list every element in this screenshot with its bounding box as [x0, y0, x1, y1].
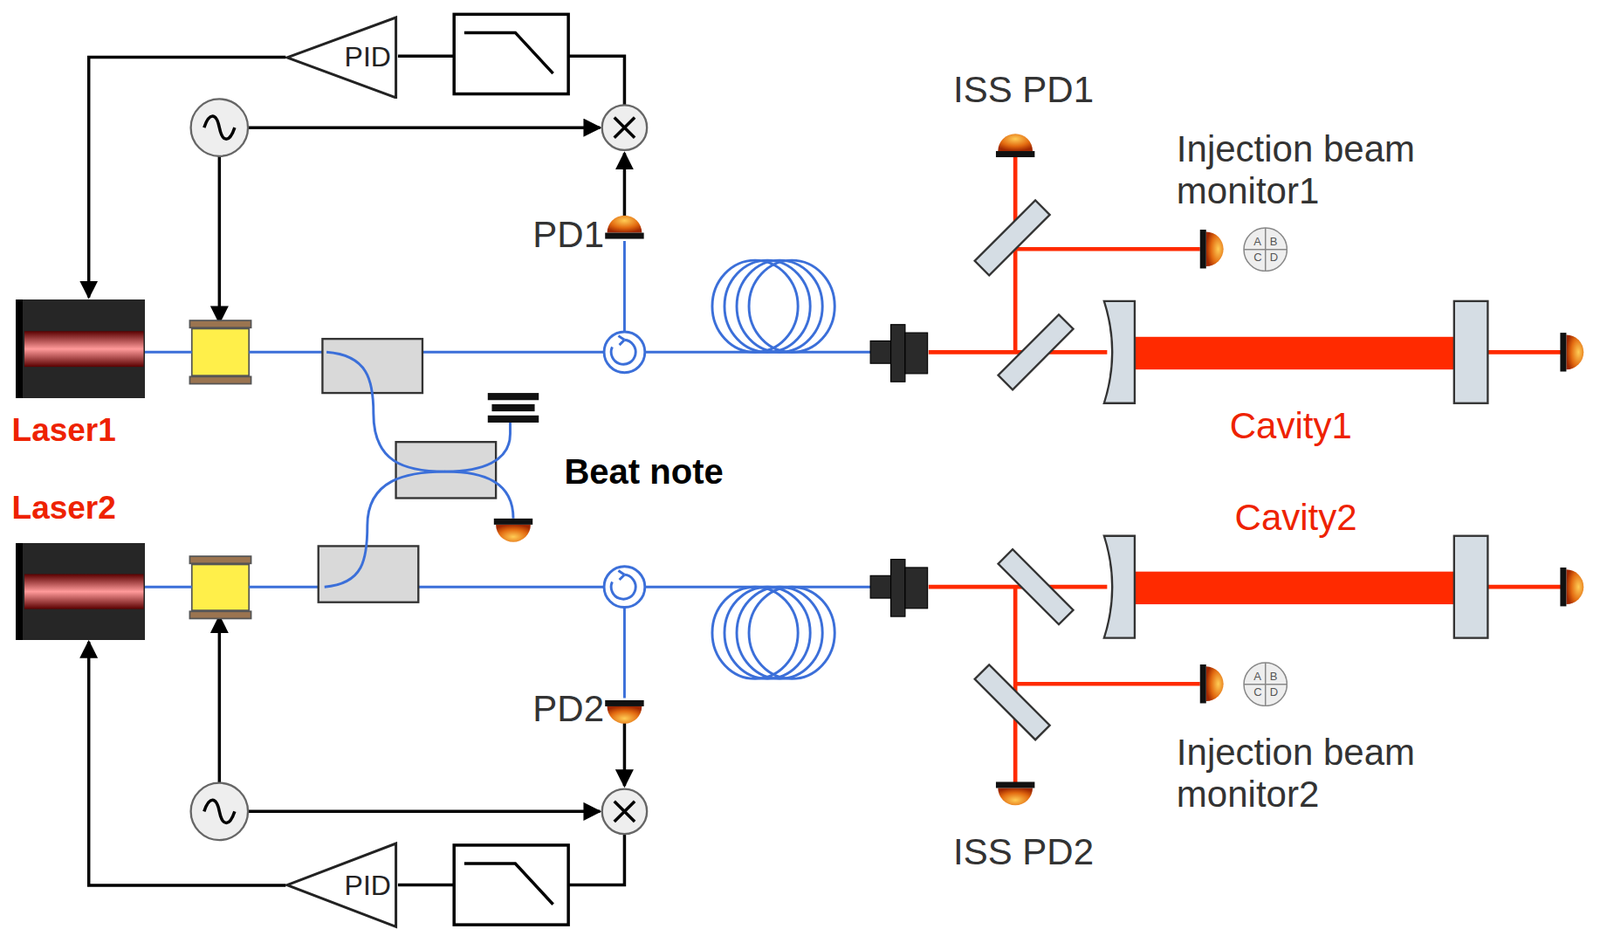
pid-node: PID [285, 15, 399, 100]
component-label: Cavity1 [1229, 405, 1353, 447]
component-label: Injection beam monitor2 [1176, 731, 1484, 817]
qpd-node: ABCD [1242, 226, 1288, 272]
laser-node: Laser1 [15, 299, 145, 399]
quadrant-letter: D [1270, 251, 1278, 263]
quadrant-letter: B [1270, 670, 1278, 682]
quadrant-letter: C [1253, 686, 1262, 698]
component-label: PD2 [532, 687, 605, 730]
laser-shape [15, 542, 145, 640]
laser-label: Laser1 [12, 413, 117, 447]
quadrant-letter: A [1253, 235, 1262, 248]
component-label: PD1 [532, 213, 605, 256]
laser-label: Laser2 [12, 491, 117, 524]
pid-label: PID [344, 871, 392, 900]
component-label: Injection beam monitor1 [1176, 128, 1484, 213]
pid-node: PID [285, 841, 399, 928]
pid-label: PID [344, 42, 392, 71]
qpd-node: ABCD [1242, 661, 1288, 707]
qpd-shape [1242, 661, 1288, 707]
quadrant-letter: A [1253, 670, 1262, 682]
component-label: Cavity2 [1235, 496, 1358, 539]
component-label: ISS PD2 [953, 830, 1094, 873]
control-wire [89, 641, 287, 886]
component-label: ISS PD1 [953, 68, 1094, 111]
laser-node: Laser2 [15, 542, 145, 640]
quadrant-letter: D [1270, 686, 1278, 698]
quadrant-letter: C [1253, 251, 1262, 263]
component-label: Beat note [563, 451, 723, 492]
laser-shape [15, 299, 145, 399]
qpd-shape [1242, 226, 1288, 272]
control-wire [89, 56, 287, 297]
quadrant-letter: B [1270, 235, 1278, 248]
